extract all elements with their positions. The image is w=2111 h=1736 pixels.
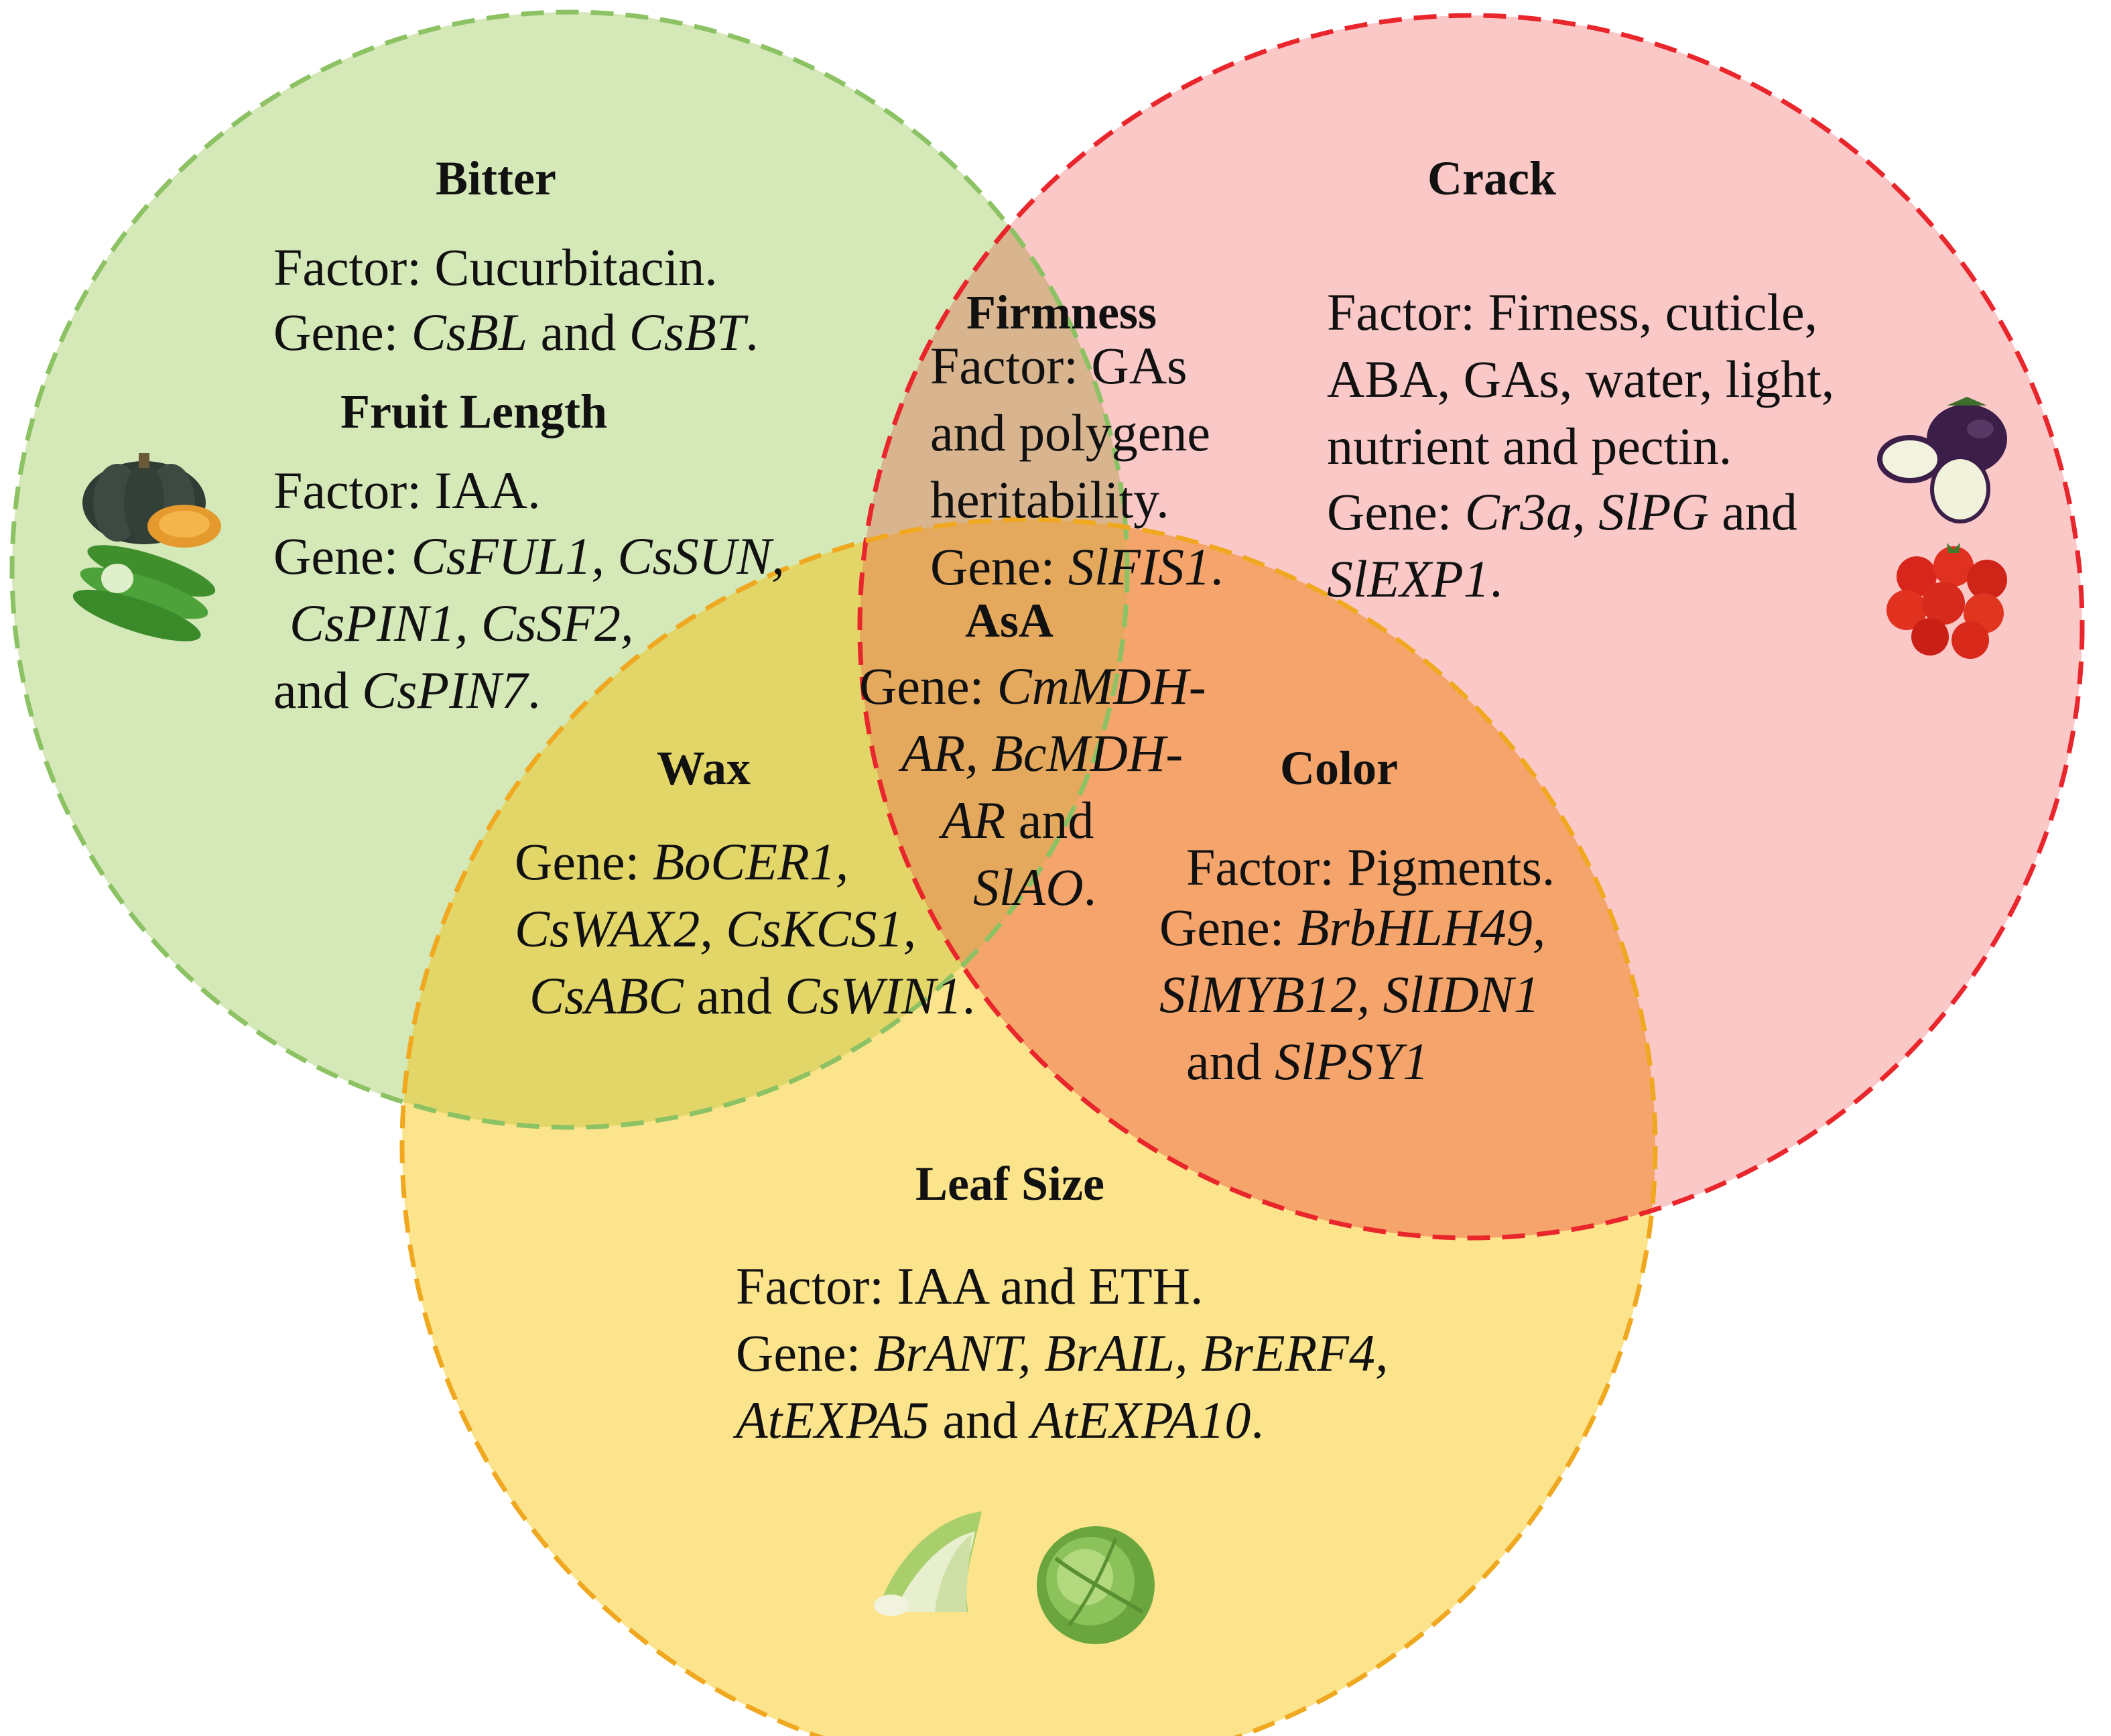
tomato-icon bbox=[1886, 543, 2007, 659]
crack-genes-line2: SlEXP1. bbox=[1327, 550, 1502, 608]
firmness-title: Firmness bbox=[966, 286, 1157, 339]
bitter-leaf-overlap bbox=[402, 519, 1127, 1127]
leaf-size-genes-line2: AtEXPA5 and AtEXPA10. bbox=[732, 1391, 1264, 1449]
fruit-length-genes-line2: CsPIN1, CsSF2, bbox=[290, 594, 634, 652]
cabbage-icon bbox=[1037, 1526, 1155, 1644]
leaf-size-genes-line1: Gene: BrANT, BrAIL, BrERF4, bbox=[736, 1324, 1388, 1382]
fruit-length-factor: Factor: IAA. bbox=[273, 461, 541, 519]
firmness-factor-line3: heritability. bbox=[930, 471, 1169, 529]
color-title: Color bbox=[1280, 741, 1398, 795]
leaf-size-circle-outline bbox=[399, 517, 1658, 1736]
color-genes-line2: SlMYB12, SlIDN1 bbox=[1159, 965, 1540, 1024]
firmness-genes: Gene: SlFIS1. bbox=[930, 538, 1224, 596]
asa-genes-line1: Gene: CmMDH- bbox=[859, 657, 1206, 715]
asa-genes-line2: AR, BcMDH- bbox=[898, 724, 1183, 782]
pumpkin-icon bbox=[82, 453, 221, 548]
color-genes-line1: Gene: BrbHLH49, bbox=[1159, 898, 1545, 956]
crack-factor-line3: nutrient and pectin. bbox=[1327, 417, 1732, 475]
asa-genes-line4: SlAO. bbox=[973, 858, 1096, 916]
firmness-factor-line1: Factor: GAs bbox=[930, 336, 1187, 395]
asa-title: AsA bbox=[965, 594, 1053, 647]
wax-genes-line3: CsABC and CsWIN1. bbox=[529, 967, 975, 1025]
bitter-title: Bitter bbox=[436, 151, 556, 205]
color-genes-line3: and SlPSY1 bbox=[1186, 1032, 1429, 1091]
wax-genes-line2: CsWAX2, CsKCS1, bbox=[515, 900, 916, 958]
crack-factor-line1: Factor: Firness, cuticle, bbox=[1327, 283, 1817, 341]
leaf-size-title: Leaf Size bbox=[915, 1157, 1104, 1211]
crack-title: Crack bbox=[1427, 151, 1556, 205]
wax-genes-line1: Gene: BoCER1, bbox=[515, 832, 848, 891]
bitter-circle-outline bbox=[9, 9, 1130, 1130]
fruit-length-genes-line1: Gene: CsFUL1, CsSUN, bbox=[273, 527, 785, 585]
bitter-factor: Factor: Cucurbitacin. bbox=[273, 238, 718, 296]
fruit-length-genes-line3: and CsPIN7. bbox=[273, 661, 541, 719]
crack-circle-outline bbox=[857, 13, 2085, 1241]
eggplant-icon bbox=[1877, 397, 2007, 523]
color-factor: Factor: Pigments. bbox=[1186, 838, 1555, 896]
asa-genes-line3: AR and bbox=[938, 791, 1094, 849]
fruit-length-title: Fruit Length bbox=[340, 385, 607, 438]
chinese-cabbage-icon bbox=[874, 1511, 982, 1616]
leaf-size-factor: Factor: IAA and ETH. bbox=[736, 1257, 1204, 1315]
crack-genes-line1: Gene: Cr3a, SlPG and bbox=[1327, 483, 1797, 541]
wax-title: Wax bbox=[657, 741, 751, 795]
cucumber-icon bbox=[72, 545, 216, 641]
bitter-genes: Gene: CsBL and CsBT. bbox=[273, 303, 759, 361]
crack-factor-line2: ABA, GAs, water, light, bbox=[1327, 350, 1834, 408]
firmness-factor-line2: and polygene bbox=[930, 404, 1210, 462]
